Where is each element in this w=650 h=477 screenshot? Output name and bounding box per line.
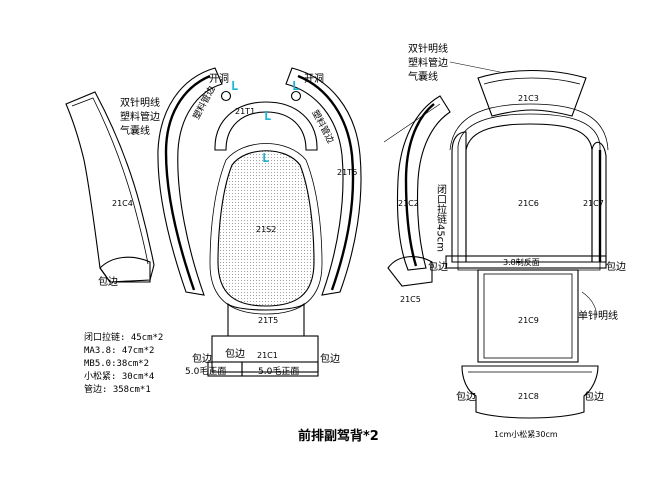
piece-21t6: 21T6 xyxy=(285,67,362,296)
zipper-label: 闭口拉链45cm xyxy=(435,183,447,252)
svg-text:气囊线: 气囊线 xyxy=(408,70,438,83)
open-hole-right: 开洞 xyxy=(304,73,324,85)
binding-c5: 包边 xyxy=(428,260,448,273)
binding-label-left: 包边 xyxy=(98,275,118,288)
part-label-21c1: 21C1 xyxy=(257,351,278,360)
part-label-21t5: 21T5 xyxy=(258,316,278,325)
part-label-21t6: 21T6 xyxy=(337,168,357,177)
part-label-21c8: 21C8 xyxy=(518,392,539,401)
piece-21c4: 21C4 xyxy=(65,91,155,283)
seam-note-top: 双针明线 塑料管边 气囊线 xyxy=(408,42,501,83)
l-mark-1: L xyxy=(231,79,238,93)
piece-21c1: 21C1 xyxy=(207,335,319,377)
binding-c1-right: 包边 xyxy=(320,352,340,365)
fur-face-left: 5.0毛正面 xyxy=(185,365,226,377)
svg-text:闭口拉链45cm: 闭口拉链45cm xyxy=(435,183,447,252)
l-mark-2: L xyxy=(292,79,299,93)
piece-21t1: 21T1 xyxy=(214,101,318,151)
diagram-title: 前排副驾背*2 xyxy=(298,428,379,444)
note-4: 小松紧: 30cm*4 xyxy=(84,370,154,382)
part-label-21c5: 21C5 xyxy=(400,295,421,304)
piece-left-strip xyxy=(451,131,467,263)
note-2: MA3.8: 47cm*2 xyxy=(84,346,154,356)
reverse-face-label: 3.8制反面 xyxy=(503,257,540,267)
piece-21t5: 21T5 xyxy=(227,302,305,337)
svg-text:塑料管边: 塑料管边 xyxy=(120,110,160,123)
piece-21c8: 21C8 xyxy=(461,365,599,419)
piece-21c7: 21C7 xyxy=(583,141,607,263)
svg-text:塑料管边: 塑料管边 xyxy=(408,56,448,69)
piece-21s2: 21S2 xyxy=(209,143,323,315)
part-label-21c7: 21C7 xyxy=(583,199,604,208)
part-label-21c6: 21C6 xyxy=(518,199,539,208)
binding-c1-mid: 包边 xyxy=(225,347,245,360)
svg-text:双针明线: 双针明线 xyxy=(120,96,160,109)
fur-face-right: 5.0毛正面 xyxy=(258,365,299,377)
svg-text:塑料管边: 塑料管边 xyxy=(309,108,337,145)
material-notes: 闭口拉链: 45cm*2 MA3.8: 47cm*2 MB5.0:38cm*2 … xyxy=(84,331,163,395)
part-label-21s2: 21S2 xyxy=(256,225,276,234)
open-hole-left: 开洞 xyxy=(209,73,229,85)
binding-c8-right: 包边 xyxy=(584,390,604,403)
piping-label-right: 塑料管边 xyxy=(309,108,337,145)
elastic-label: 1cm小松紧30cm xyxy=(494,429,558,439)
note-3: MB5.0:38cm*2 xyxy=(84,359,149,369)
piece-21c9: 21C9 xyxy=(477,269,579,363)
reverse-face-strip xyxy=(445,255,607,269)
binding-c1-left: 包边 xyxy=(192,352,212,365)
binding-c8-left: 包边 xyxy=(456,390,476,403)
piece-21c3: 21C3 xyxy=(477,70,587,117)
binding-c7: 包边 xyxy=(606,260,626,273)
part-label-21c9: 21C9 xyxy=(518,316,539,325)
svg-text:双针明线: 双针明线 xyxy=(408,42,448,55)
single-needle-label: 单针明线 xyxy=(578,309,618,322)
part-label-21c2: 21C2 xyxy=(398,199,419,208)
piece-21c6: 21C6 xyxy=(449,103,609,271)
part-label-21t1: 21T1 xyxy=(235,107,255,116)
l-mark-3: L xyxy=(264,109,271,123)
part-label-21c4: 21C4 xyxy=(112,199,133,208)
note-5: 管边: 358cm*1 xyxy=(84,383,151,395)
piece-21c5: 21C5 xyxy=(387,256,433,304)
piece-left-arc xyxy=(157,67,232,296)
part-label-21c3: 21C3 xyxy=(518,94,539,103)
piece-21c2: 21C2 xyxy=(396,95,451,271)
seam-note-left: 双针明线 塑料管边 气囊线 xyxy=(120,96,160,137)
note-1: 闭口拉链: 45cm*2 xyxy=(84,331,163,343)
svg-text:气囊线: 气囊线 xyxy=(120,124,150,137)
